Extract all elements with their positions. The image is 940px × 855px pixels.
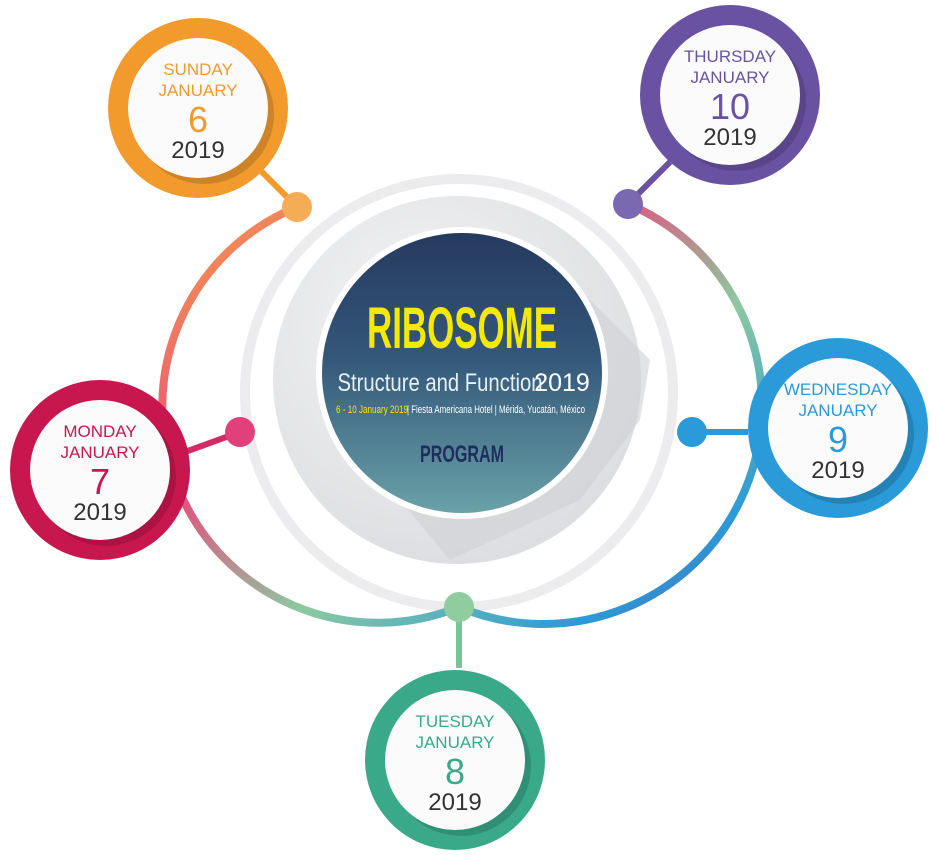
event-subtitle: Structure and Function xyxy=(338,369,543,397)
day-month: JANUARY xyxy=(60,443,139,462)
event-title: RIBOSOME xyxy=(367,296,557,361)
day-badge-thursday[interactable]: THURSDAY JANUARY 10 2019 xyxy=(640,5,820,185)
day-weekday: WEDNESDAY xyxy=(784,380,892,399)
day-year: 2019 xyxy=(703,124,756,151)
program-link[interactable]: PROGRAM xyxy=(420,441,504,468)
day-face xyxy=(128,38,268,178)
day-number: 9 xyxy=(828,419,848,460)
event-subtitle-year: 2019 xyxy=(534,369,590,397)
day-weekday: SUNDAY xyxy=(163,60,233,79)
day-face xyxy=(660,25,800,165)
day-weekday: MONDAY xyxy=(63,422,136,441)
event-venue: | Fiesta Americana Hotel | Mérida, Yucat… xyxy=(407,404,585,416)
day-year: 2019 xyxy=(171,137,224,164)
day-month: JANUARY xyxy=(690,68,769,87)
day-year: 2019 xyxy=(811,457,864,484)
day-badge-wednesday[interactable]: WEDNESDAY JANUARY 9 2019 xyxy=(748,338,928,518)
day-weekday: TUESDAY xyxy=(415,712,494,731)
day-badge-tuesday[interactable]: TUESDAY JANUARY 8 2019 xyxy=(365,670,545,850)
day-year: 2019 xyxy=(428,789,481,816)
day-face xyxy=(385,690,525,830)
day-number: 6 xyxy=(188,99,208,140)
connector-dots xyxy=(225,189,707,622)
day-badge-sunday[interactable]: SUNDAY JANUARY 6 2019 xyxy=(108,18,288,198)
day-month: JANUARY xyxy=(798,401,877,420)
day-face xyxy=(30,400,170,540)
day-weekday: THURSDAY xyxy=(684,47,776,66)
day-month: JANUARY xyxy=(158,81,237,100)
day-number: 7 xyxy=(90,461,110,502)
event-dates: 6 - 10 January 2019 xyxy=(336,404,408,416)
day-face xyxy=(768,358,908,498)
day-badge-monday[interactable]: MONDAY JANUARY 7 2019 xyxy=(10,380,190,560)
day-month: JANUARY xyxy=(415,733,494,752)
day-number: 10 xyxy=(710,86,750,127)
day-year: 2019 xyxy=(73,499,126,526)
center-badge xyxy=(322,233,602,513)
day-number: 8 xyxy=(445,751,465,792)
